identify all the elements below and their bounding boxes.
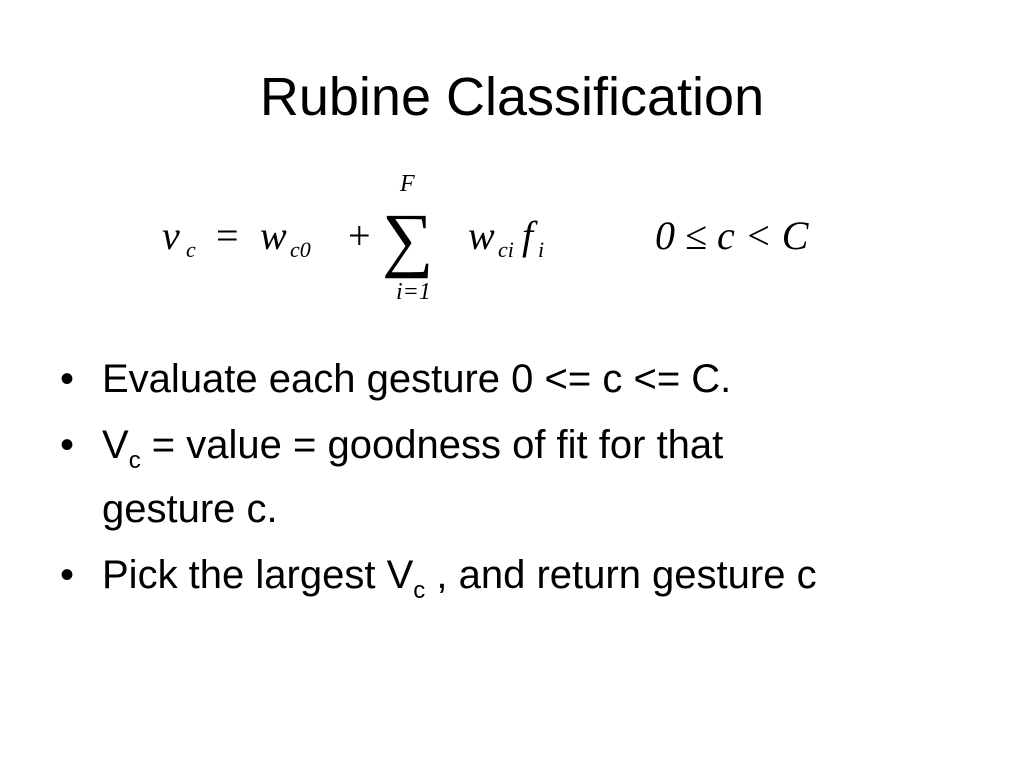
formula-equals: =	[216, 213, 239, 258]
formula-constraint: 0 ≤ c < C	[655, 213, 810, 258]
slide-title: Rubine Classification	[259, 67, 765, 127]
bullet-text-post: , and return gesture c	[425, 553, 817, 597]
formula-lhs-sub: c	[186, 237, 196, 262]
bullet-text-continuation: gesture c.	[102, 487, 278, 531]
bullet-list: • Evaluate each gesture 0 <= c <= C. • V…	[60, 350, 980, 618]
bullet-subscript: c	[413, 577, 426, 604]
formula-f-var: f	[522, 213, 538, 258]
rubine-formula: v c = w c0 + F ∑ i=1 w ci f i 0 ≤ c < C	[150, 165, 870, 315]
bullet-marker: •	[60, 357, 75, 401]
formula-wi-var: w	[468, 213, 495, 258]
bullet-item-2: • Vc = value = goodness of fit for that …	[60, 416, 980, 538]
bullet-subscript: c	[128, 447, 141, 474]
bullet-item-1: • Evaluate each gesture 0 <= c <= C.	[60, 350, 980, 408]
bullet-text-pre: V	[102, 423, 129, 467]
formula-lhs-var: v	[162, 213, 180, 258]
formula-wi-sub: ci	[498, 237, 514, 262]
formula-sum-upper: F	[399, 171, 415, 197]
formula-w0-var: w	[260, 213, 287, 258]
bullet-marker: •	[60, 553, 75, 597]
bullet-text-post: = value = goodness of fit for that	[140, 423, 724, 467]
bullet-marker: •	[60, 423, 75, 467]
formula-w0-sub: c0	[290, 237, 311, 262]
formula-plus: +	[348, 213, 371, 258]
formula-graphic: v c = w c0 + F ∑ i=1 w ci f i 0 ≤ c < C	[162, 171, 810, 305]
formula-f-sub: i	[538, 237, 544, 262]
formula-sum-symbol: ∑	[382, 199, 433, 279]
bullet-item-3: • Pick the largest Vc , and return gestu…	[60, 546, 980, 610]
bullet-text-pre: Pick the largest V	[102, 553, 414, 597]
bullet-text: Evaluate each gesture 0 <= c <= C.	[102, 357, 732, 401]
formula-sum-lower: i=1	[396, 279, 431, 305]
